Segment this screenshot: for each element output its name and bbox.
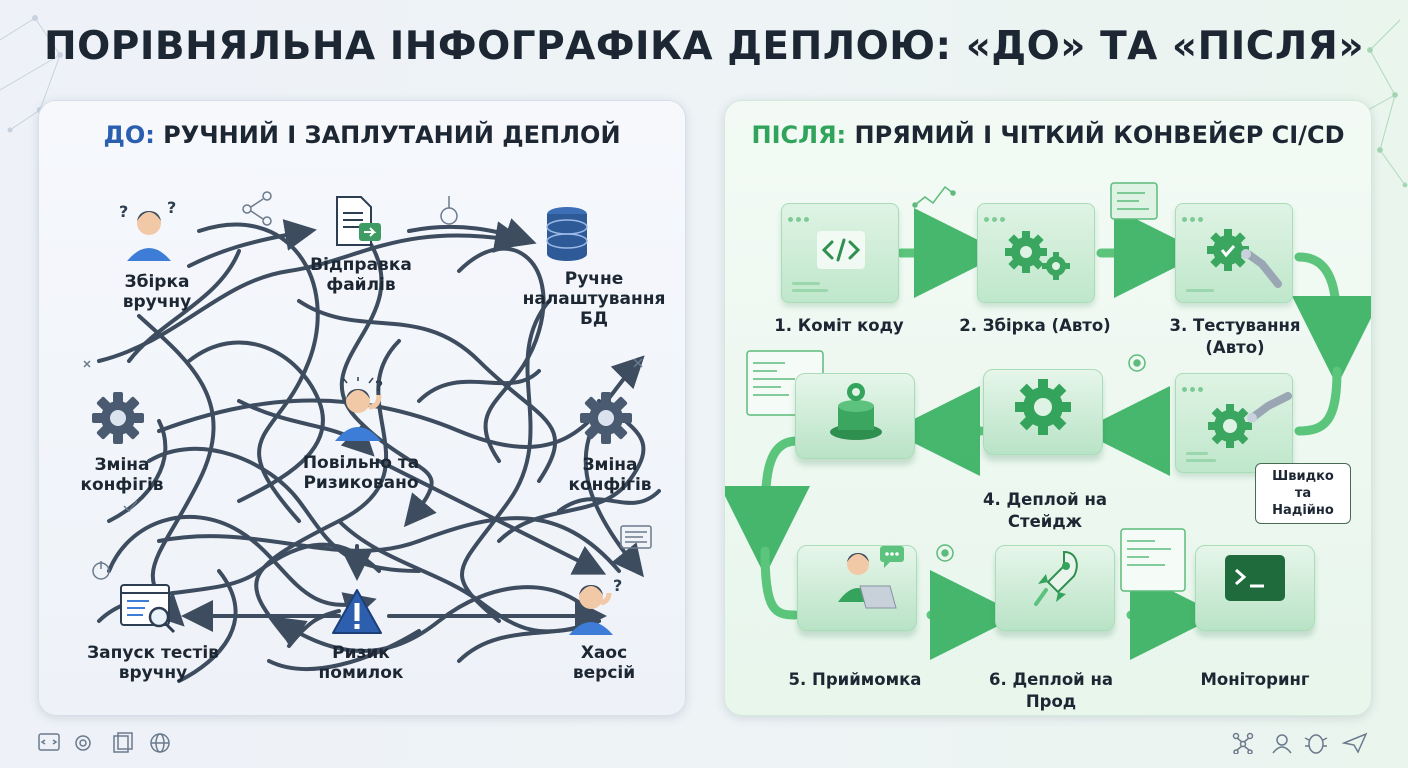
rocket-icon xyxy=(1034,550,1078,606)
after-panel: ПІСЛЯ: ПРЯМИЙ І ЧІТКИЙ КОНВЕЙЄР CI/CD xyxy=(724,100,1372,716)
robot-test-icon xyxy=(1207,229,1282,288)
footer-right-icons xyxy=(1232,732,1372,755)
node-label: Відправка файлів xyxy=(310,255,412,295)
bug-icon xyxy=(1304,734,1328,754)
node-label: Ризик помилок xyxy=(318,643,404,683)
before-title-rest: РУЧНИЙ І ЗАПЛУТАНИЙ ДЕПЛОЙ xyxy=(154,121,621,149)
before-title-prefix: ДО: xyxy=(103,121,155,149)
documents-icon xyxy=(113,732,133,753)
code-icon xyxy=(38,733,60,751)
step-card xyxy=(977,203,1095,303)
confused-person-icon: ? xyxy=(559,575,629,637)
send-icon xyxy=(1341,732,1368,754)
gear-icon xyxy=(75,735,91,751)
footer-left-icons xyxy=(38,732,178,754)
node-label: Зміна конфігів xyxy=(80,455,164,495)
step-platform xyxy=(983,369,1103,455)
before-panel-title: ДО: РУЧНИЙ І ЗАПЛУТАНИЙ ДЕПЛОЙ xyxy=(39,121,685,149)
after-panel-title: ПІСЛЯ: ПРЯМИЙ І ЧІТКИЙ КОНВЕЙЄР CI/CD xyxy=(725,121,1371,149)
step-label: 1. Коміт коду xyxy=(774,316,904,335)
server-icon xyxy=(830,383,882,440)
before-panel: ДО: РУЧНИЙ І ЗАПЛУТАНИЙ ДЕПЛОЙ xyxy=(38,100,686,716)
node-label: Ручне налаштування БД xyxy=(522,269,666,329)
after-title-prefix: ПІСЛЯ: xyxy=(751,121,847,149)
step-label: 5. Приймомка xyxy=(788,670,922,689)
file-transfer-icon xyxy=(329,193,389,253)
robot-gear-icon xyxy=(1208,392,1292,448)
step-platform-server xyxy=(795,373,915,459)
step-label: 6. Деплой на Прод xyxy=(988,670,1114,711)
test-search-icon xyxy=(119,581,179,637)
database-icon xyxy=(541,205,593,265)
node-label: Зміна конфігів xyxy=(568,455,652,495)
gears-icon xyxy=(1005,231,1070,280)
warning-icon xyxy=(331,587,383,637)
gear-icon xyxy=(91,391,145,445)
step-label: 3. Тестування (Авто) xyxy=(1169,316,1301,357)
confused-person-icon: ? ? xyxy=(111,198,191,271)
globe-icon xyxy=(150,733,170,753)
step-platform xyxy=(797,545,917,631)
svg-text:?: ? xyxy=(119,202,128,221)
gear-icon xyxy=(579,391,633,445)
user-icon xyxy=(1272,734,1292,754)
node-label: Запуск тестів вручну xyxy=(87,643,219,683)
step-label: 4. Деплой на Стейдж xyxy=(982,490,1108,531)
step-platform xyxy=(1195,545,1315,631)
code-icon xyxy=(817,231,865,269)
developer-laptop-icon xyxy=(838,546,904,609)
step-label: Моніторинг xyxy=(1200,670,1310,689)
stressed-person-icon: ? xyxy=(325,377,395,443)
node-label: Повільно та Ризиковано xyxy=(302,453,420,493)
node-label: Збірка вручну xyxy=(122,272,192,312)
step-card xyxy=(1175,203,1293,303)
network-icon xyxy=(1232,732,1254,755)
node-label: Хаос версій xyxy=(572,643,636,683)
terminal-icon xyxy=(1225,555,1285,601)
step-label: 2. Збірка (Авто) xyxy=(959,316,1111,335)
step-card xyxy=(781,203,899,303)
svg-text:?: ? xyxy=(613,576,622,595)
svg-text:?: ? xyxy=(375,379,383,395)
svg-text:?: ? xyxy=(167,201,176,217)
step-card-robot xyxy=(1175,373,1293,473)
after-title-rest: ПРЯМИЙ І ЧІТКИЙ КОНВЕЙЄР CI/CD xyxy=(846,121,1345,149)
gear-icon xyxy=(1015,379,1071,435)
fast-reliable-bubble: Швидко та Надійно xyxy=(1255,463,1351,524)
step-platform xyxy=(995,545,1115,631)
page-title: ПОРІВНЯЛЬНА ІНФОГРАФІКА ДЕПЛОЮ: «ДО» ТА … xyxy=(43,24,1365,69)
